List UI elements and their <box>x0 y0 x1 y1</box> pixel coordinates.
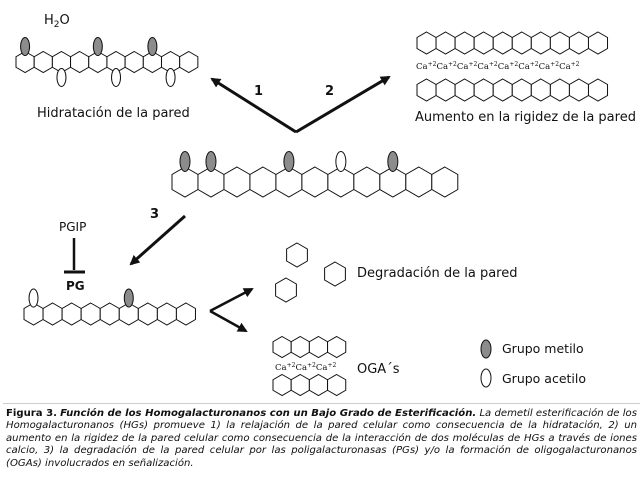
methyl-group-icon <box>283 151 295 172</box>
methyl-legend-icon <box>480 339 492 359</box>
galacturonic-acid-hexagon <box>327 373 347 397</box>
calcium-ions-ogas: Ca+2Ca+2Ca+2 <box>275 362 336 373</box>
degradation-label: Degradación de la pared <box>357 266 518 281</box>
pg-label: PG <box>66 279 85 293</box>
galacturonic-acid-hexagon <box>156 302 177 326</box>
galacturonic-acid-hexagon <box>473 78 494 102</box>
methyl-group-icon <box>92 37 103 57</box>
galacturonic-acid-hexagon <box>435 78 456 102</box>
galacturonic-acid-hexagon <box>175 302 196 326</box>
galacturonic-acid-hexagon <box>179 50 199 74</box>
methyl-group-icon <box>147 37 158 57</box>
galacturonic-acid-hexagon <box>511 78 532 102</box>
galacturonic-acid-hexagon <box>530 31 551 55</box>
galacturonic-acid-hexagon <box>61 302 82 326</box>
acetyl-group-icon <box>335 151 347 172</box>
galacturonic-acid-hexagon <box>587 31 609 55</box>
arrow-2-label: 2 <box>325 84 334 99</box>
arrow-to-ogas <box>209 309 248 333</box>
galacturonic-acid-hexagon <box>454 31 475 55</box>
galacturonic-acid-hexagon <box>286 242 308 268</box>
acetyl-group-icon <box>56 67 67 87</box>
polymer-chains <box>15 31 609 397</box>
caption-figure-number: Figura 3. <box>6 408 57 419</box>
galacturonic-acid-hexagon <box>568 31 589 55</box>
figure-caption: Figura 3. Función de los Homogalacturona… <box>3 403 640 493</box>
galacturonic-acid-hexagon <box>99 302 120 326</box>
pectin-function-diagram: H2O Ca+2Ca+2Ca+2Ca+2Ca+2Ca+2Ca+2Ca+2 Hid… <box>15 13 636 397</box>
galacturonic-acid-hexagon <box>80 302 101 326</box>
methyl-group-icon <box>123 288 134 308</box>
methyl-group-icon <box>179 151 191 172</box>
galacturonic-acid-hexagon <box>70 50 90 74</box>
arrow-1-label: 1 <box>254 84 263 99</box>
galacturonic-acid-hexagon <box>308 373 329 397</box>
galacturonic-acid-hexagon <box>223 166 251 198</box>
galacturonic-acid-hexagon <box>431 166 459 198</box>
arrow-degradation <box>129 214 186 266</box>
galacturonic-acid-hexagon <box>275 277 297 303</box>
galacturonic-acid-hexagon <box>42 302 63 326</box>
legend-acetyl-label: Grupo acetilo <box>502 371 586 386</box>
methyl-group-icon <box>20 37 31 57</box>
acetyl-group-icon <box>165 67 176 87</box>
galacturonic-acid-hexagon <box>416 31 437 55</box>
acetyl-group-icon <box>28 288 39 308</box>
galacturonic-acid-hexagon <box>301 166 329 198</box>
rigidity-label: Aumento en la rigidez de la pared <box>415 110 636 125</box>
galacturonic-acid-hexagon <box>435 31 456 55</box>
arrow-3-label: 3 <box>150 207 159 222</box>
galacturonic-acid-hexagon <box>272 373 292 397</box>
caption-title: Función de los Homogalacturonanos con un… <box>60 408 477 419</box>
acetyl-group-icon <box>111 67 122 87</box>
galacturonic-acid-hexagon <box>473 31 494 55</box>
galacturonic-acid-hexagon <box>249 166 277 198</box>
galacturonic-acid-hexagon <box>124 50 144 74</box>
legend-methyl-label: Grupo metilo <box>502 341 584 356</box>
galacturonic-acid-hexagon <box>33 50 53 74</box>
acetyl-legend-icon <box>480 368 492 388</box>
galacturonic-acid-hexagon <box>290 373 310 397</box>
galacturonic-acid-hexagon <box>308 335 329 359</box>
galacturonic-acid-hexagon <box>587 78 609 102</box>
methyl-group-icon <box>205 151 217 172</box>
arrow-to-degradation <box>209 287 254 313</box>
galacturonic-acid-hexagon <box>549 31 570 55</box>
arrow-rigidity <box>295 75 391 134</box>
water-label: H2O <box>44 13 70 30</box>
hydration-label: Hidratación de la pared <box>37 106 190 121</box>
galacturonic-acid-hexagon <box>272 335 292 359</box>
ogas-label: OGA´s <box>357 362 400 377</box>
galacturonic-acid-hexagon <box>511 31 532 55</box>
galacturonic-acid-hexagon <box>530 78 551 102</box>
caption-body: La demetil esterificación de los Homogal… <box>6 408 637 469</box>
galacturonic-acid-hexagon <box>327 335 347 359</box>
galacturonic-acid-hexagon <box>137 302 158 326</box>
galacturonic-acid-hexagon <box>454 78 475 102</box>
galacturonic-acid-hexagon <box>324 261 346 287</box>
arrow-hydration <box>210 77 297 134</box>
methyl-group-icon <box>387 151 399 172</box>
galacturonic-acid-hexagon <box>353 166 381 198</box>
calcium-ions-rigidity: Ca+2Ca+2Ca+2Ca+2Ca+2Ca+2Ca+2Ca+2 <box>416 61 580 72</box>
galacturonic-acid-hexagon <box>492 78 513 102</box>
galacturonic-acid-hexagon <box>416 78 437 102</box>
galacturonic-acid-hexagon <box>549 78 570 102</box>
galacturonic-acid-hexagon <box>568 78 589 102</box>
pgip-label: PGIP <box>59 220 86 234</box>
galacturonic-acid-hexagon <box>405 166 433 198</box>
legend: Grupo metilo Grupo acetilo <box>480 339 586 388</box>
galacturonic-acid-hexagon <box>290 335 310 359</box>
galacturonic-acid-hexagon <box>492 31 513 55</box>
